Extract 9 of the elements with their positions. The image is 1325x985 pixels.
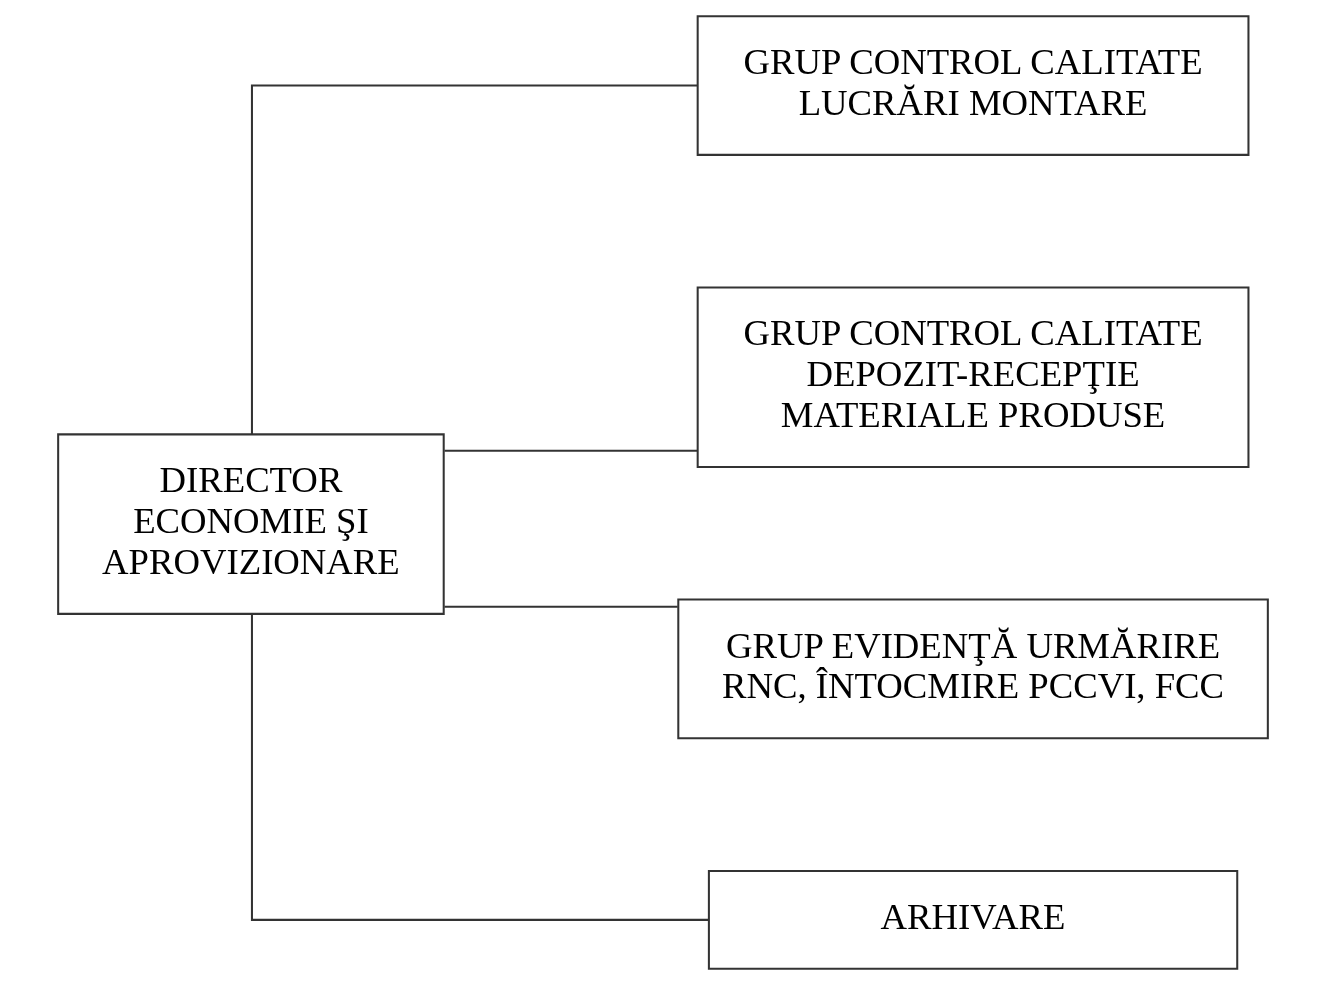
connector: [443, 605, 678, 608]
node-box: DIRECTOR ECONOMIE ŞI APROVIZIONARE: [56, 433, 445, 615]
node-box: GRUP EVIDENŢĂ URMĂRIRE RNC, ÎNTOCMIRE PCCVI, FCC: [676, 598, 1269, 740]
connector: [250, 84, 697, 435]
connector: [443, 449, 698, 452]
node-box: GRUP CONTROL CALITATE LUCRĂRI MONTARE: [696, 15, 1249, 156]
node-box: GRUP CONTROL CALITATE DEPOZIT-RECEPŢIE MATERIALE PRODUSE: [696, 286, 1249, 468]
connector: [250, 613, 709, 921]
node-box: ARHIVARE: [707, 869, 1238, 970]
